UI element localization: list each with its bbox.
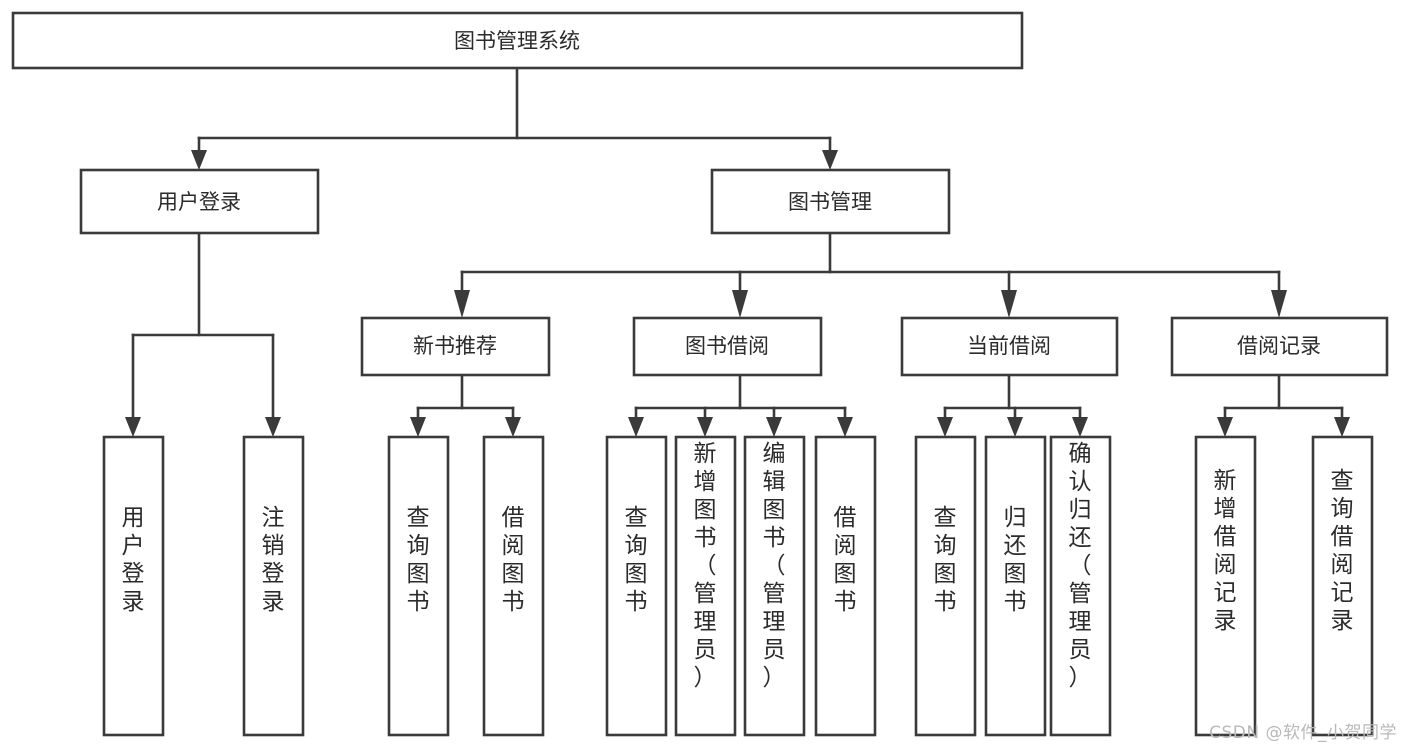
arrow-leaf-add-book — [697, 417, 713, 437]
leaf-query-book-borrow-label: 查询图书 — [625, 505, 648, 615]
node-book-borrow-box[interactable] — [632, 316, 823, 377]
node-root-box[interactable] — [11, 11, 1024, 70]
arrow-leaf-query-book-1 — [410, 417, 426, 437]
leaf-query-book-current-box[interactable] — [914, 435, 977, 737]
arrow-leaf-edit-book — [766, 417, 782, 437]
node-book-management-box[interactable] — [710, 168, 951, 235]
leaf-query-book-recommend[interactable]: 查询图书 — [387, 435, 450, 737]
leaf-add-borrow-record-label: 新增借阅记录 — [1214, 468, 1237, 634]
node-root-label: 图书管理系统 — [454, 29, 580, 53]
leaf-logout[interactable]: 注销登录 — [242, 435, 305, 737]
arrow-leaf-borrow-book-2 — [837, 417, 853, 437]
arrow-leaf-user-login — [125, 417, 141, 437]
leaf-borrow-book-box[interactable] — [814, 435, 877, 737]
leaf-user-login-label: 用户登录 — [122, 505, 145, 615]
leaf-add-borrow-record-box[interactable] — [1194, 435, 1257, 737]
node-new-book-recommend-label: 新书推荐 — [413, 334, 497, 358]
leaf-add-book-label: 新增图书（管理员） — [694, 441, 717, 691]
node-current-borrow[interactable]: 当前借阅 — [900, 316, 1119, 377]
leaf-confirm-return-label: 确认归还（管理员） — [1069, 441, 1092, 691]
connector-layer — [125, 66, 1350, 437]
leaf-query-borrow-record[interactable]: 查询借阅记录 — [1311, 435, 1374, 737]
arrow-book-mgmt — [822, 150, 838, 170]
arrow-leaf-confirm-return — [1072, 417, 1088, 437]
node-book-borrow[interactable]: 图书借阅 — [632, 316, 823, 377]
leaf-borrow-book-label: 借阅图书 — [834, 505, 857, 615]
arrow-leaf-query-book-3 — [937, 417, 953, 437]
node-user-login[interactable]: 用户登录 — [79, 168, 320, 235]
leaf-user-login[interactable]: 用户登录 — [102, 435, 165, 737]
leaf-return-book-label: 归还图书 — [1004, 505, 1027, 615]
leaf-query-borrow-record-box[interactable] — [1311, 435, 1374, 737]
leaf-borrow-book-recommend-box[interactable] — [482, 435, 545, 737]
leaf-query-book-recommend-box[interactable] — [387, 435, 450, 737]
leaf-borrow-book-recommend-label: 借阅图书 — [502, 505, 525, 615]
node-current-borrow-box[interactable] — [900, 316, 1119, 377]
arrow-leaf-query-record — [1334, 417, 1350, 437]
leaf-logout-box[interactable] — [242, 435, 305, 737]
node-borrow-record[interactable]: 借阅记录 — [1170, 316, 1389, 377]
arrow-new-book — [454, 290, 470, 318]
node-root[interactable]: 图书管理系统 — [11, 11, 1024, 70]
node-borrow-record-label: 借阅记录 — [1237, 334, 1321, 358]
arrow-current-borrow — [1001, 290, 1017, 318]
leaf-confirm-return-box[interactable] — [1049, 435, 1112, 737]
leaf-confirm-return[interactable]: 确认归还（管理员） — [1049, 435, 1112, 737]
node-current-borrow-label: 当前借阅 — [967, 334, 1051, 358]
leaf-query-book-current-label: 查询图书 — [934, 505, 957, 615]
leaf-add-book-box[interactable] — [674, 435, 737, 737]
leaf-query-book-borrow[interactable]: 查询图书 — [605, 435, 668, 737]
arrow-book-borrow — [732, 290, 748, 318]
node-borrow-record-box[interactable] — [1170, 316, 1389, 377]
leaf-query-borrow-record-label: 查询借阅记录 — [1331, 468, 1354, 634]
leaf-edit-book-label: 编辑图书（管理员） — [763, 441, 786, 691]
arrow-borrow-record — [1271, 290, 1287, 318]
leaf-return-book[interactable]: 归还图书 — [984, 435, 1047, 737]
leaf-borrow-book[interactable]: 借阅图书 — [814, 435, 877, 737]
arrow-leaf-add-record — [1217, 417, 1233, 437]
leaf-logout-label: 注销登录 — [262, 505, 285, 615]
node-book-borrow-label: 图书借阅 — [685, 334, 769, 358]
leaf-query-book-borrow-box[interactable] — [605, 435, 668, 737]
leaf-query-book-recommend-label: 查询图书 — [407, 505, 430, 615]
node-book-management-label: 图书管理 — [788, 190, 872, 214]
csdn-watermark: CSDN @软件_小贺同学 — [1209, 723, 1397, 743]
node-new-book-recommend[interactable]: 新书推荐 — [360, 316, 551, 377]
arrow-user-login — [191, 150, 207, 170]
leaf-return-book-box[interactable] — [984, 435, 1047, 737]
leaf-add-book[interactable]: 新增图书（管理员） — [674, 435, 737, 737]
leaf-query-book-current[interactable]: 查询图书 — [914, 435, 977, 737]
leaf-edit-book-box[interactable] — [743, 435, 806, 737]
leaf-user-login-box[interactable] — [102, 435, 165, 737]
leaf-add-borrow-record[interactable]: 新增借阅记录 — [1194, 435, 1257, 737]
leaf-edit-book[interactable]: 编辑图书（管理员） — [743, 435, 806, 737]
arrow-leaf-query-book-2 — [628, 417, 644, 437]
node-book-management[interactable]: 图书管理 — [710, 168, 951, 235]
leaf-borrow-book-recommend[interactable]: 借阅图书 — [482, 435, 545, 737]
arrow-leaf-logout — [265, 417, 281, 437]
node-new-book-recommend-box[interactable] — [360, 316, 551, 377]
node-user-login-label: 用户登录 — [157, 190, 241, 214]
arrow-leaf-return-book — [1007, 417, 1023, 437]
node-user-login-box[interactable] — [79, 168, 320, 235]
arrow-leaf-borrow-book-1 — [505, 417, 521, 437]
